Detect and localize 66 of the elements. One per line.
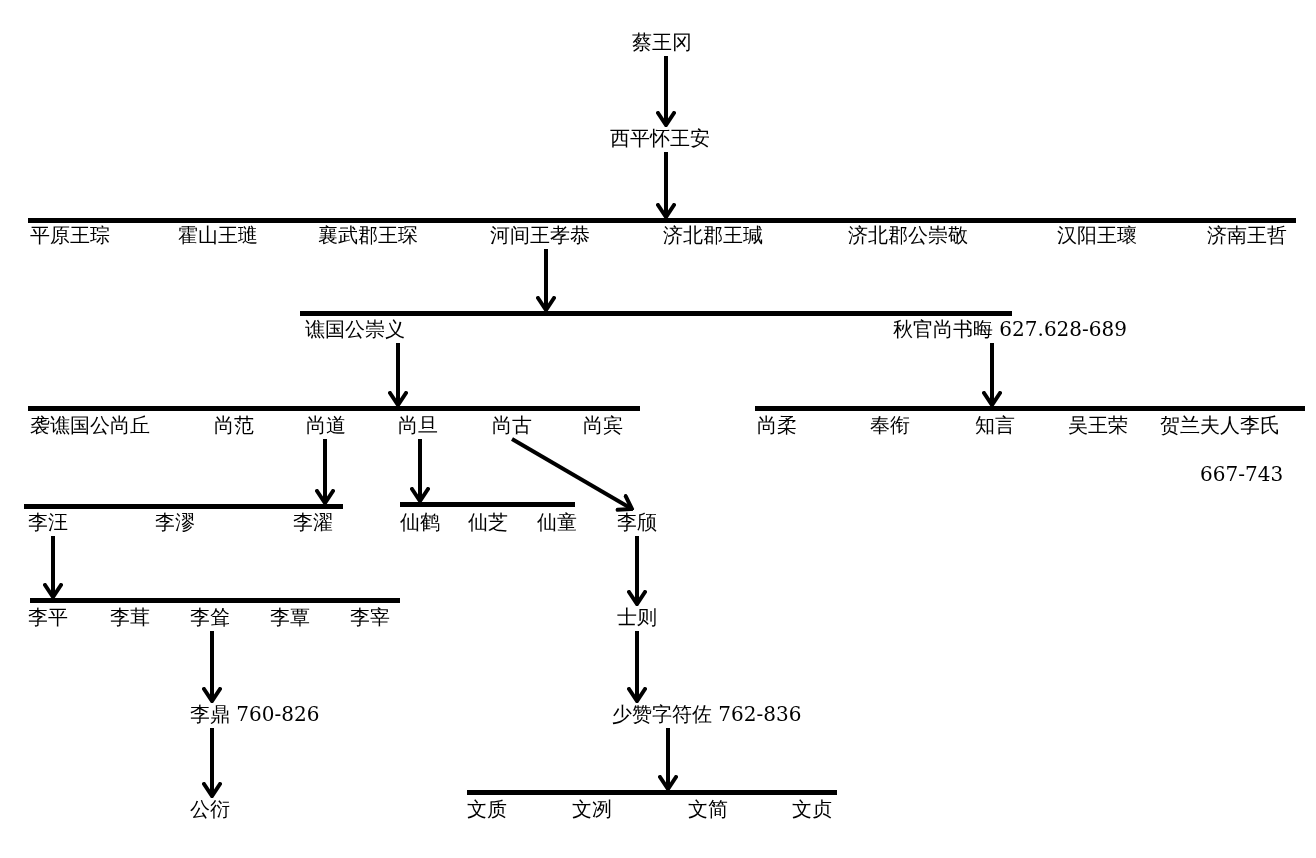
person-name: 蔡王冈 bbox=[632, 30, 692, 54]
person-name: 济北郡公崇敬 bbox=[848, 223, 968, 247]
person-name: 李颀 bbox=[617, 510, 657, 534]
person-name: 文冽 bbox=[572, 797, 612, 821]
person-name: 汉阳王瓌 bbox=[1057, 223, 1137, 247]
sibling-bar bbox=[755, 406, 1305, 411]
person-name: 西平怀王安 bbox=[610, 126, 710, 150]
person-name: 仙鹤 bbox=[400, 510, 440, 534]
arrow bbox=[656, 152, 676, 219]
sibling-bar bbox=[28, 218, 1296, 223]
person-name: 少赞字符佐 762-836 bbox=[612, 702, 802, 726]
person-name: 尚古 bbox=[492, 413, 532, 437]
person-name: 平原王琮 bbox=[30, 223, 110, 247]
arrow bbox=[656, 56, 676, 127]
person-name: 文贞 bbox=[792, 797, 832, 821]
person-name: 李汪 bbox=[28, 510, 68, 534]
person-name: 李漻 bbox=[155, 510, 195, 534]
arrow bbox=[43, 536, 63, 599]
person-name: 奉衔 bbox=[870, 413, 910, 437]
arrow bbox=[627, 536, 647, 606]
person-name: 谯国公崇义 bbox=[305, 317, 405, 341]
person-name: 济北郡王瑊 bbox=[663, 223, 763, 247]
arrow bbox=[410, 439, 430, 503]
person-name: 仙芝 bbox=[468, 510, 508, 534]
person-name: 河间王孝恭 bbox=[490, 223, 590, 247]
person-name: 知言 bbox=[975, 413, 1015, 437]
person-name: 仙童 bbox=[537, 510, 577, 534]
arrow bbox=[202, 631, 222, 703]
person-name: 李濯 bbox=[293, 510, 333, 534]
person-name: 贺兰夫人李氏 bbox=[1160, 413, 1280, 437]
sibling-bar bbox=[28, 406, 640, 411]
person-name: 尚旦 bbox=[398, 413, 438, 437]
sibling-bar bbox=[30, 598, 400, 603]
arrow bbox=[202, 728, 222, 798]
person-name: 李茸 bbox=[110, 605, 150, 629]
person-name: 文简 bbox=[688, 797, 728, 821]
person-name: 李平 bbox=[28, 605, 68, 629]
person-name: 袭谯国公尚丘 bbox=[30, 413, 150, 437]
date-label: 667-743 bbox=[1200, 462, 1284, 486]
person-name: 秋官尚书晦 627.628-689 bbox=[893, 317, 1127, 341]
sibling-bar bbox=[300, 311, 1012, 316]
person-name: 李耸 bbox=[190, 605, 230, 629]
arrow bbox=[315, 439, 335, 505]
person-name: 济南王哲 bbox=[1207, 223, 1287, 247]
person-name: 尚宾 bbox=[583, 413, 623, 437]
person-name: 尚范 bbox=[214, 413, 254, 437]
person-name: 李覃 bbox=[270, 605, 310, 629]
arrow bbox=[658, 728, 678, 791]
person-name: 吴王荣 bbox=[1068, 413, 1128, 437]
arrow bbox=[627, 631, 647, 703]
person-name: 公衍 bbox=[190, 797, 230, 821]
arrow bbox=[388, 343, 408, 407]
arrow bbox=[511, 437, 634, 512]
sibling-bar bbox=[467, 790, 837, 795]
person-name: 李鼎 760-826 bbox=[190, 702, 320, 726]
person-name: 襄武郡王琛 bbox=[318, 223, 418, 247]
person-name: 李宰 bbox=[350, 605, 390, 629]
arrow bbox=[982, 343, 1002, 407]
person-name: 尚道 bbox=[306, 413, 346, 437]
person-name: 士则 bbox=[617, 605, 657, 629]
person-name: 霍山王璡 bbox=[178, 223, 258, 247]
person-name: 文质 bbox=[467, 797, 507, 821]
sibling-bar bbox=[24, 504, 343, 509]
arrow bbox=[536, 249, 556, 312]
sibling-bar bbox=[400, 502, 575, 507]
person-name: 尚柔 bbox=[757, 413, 797, 437]
